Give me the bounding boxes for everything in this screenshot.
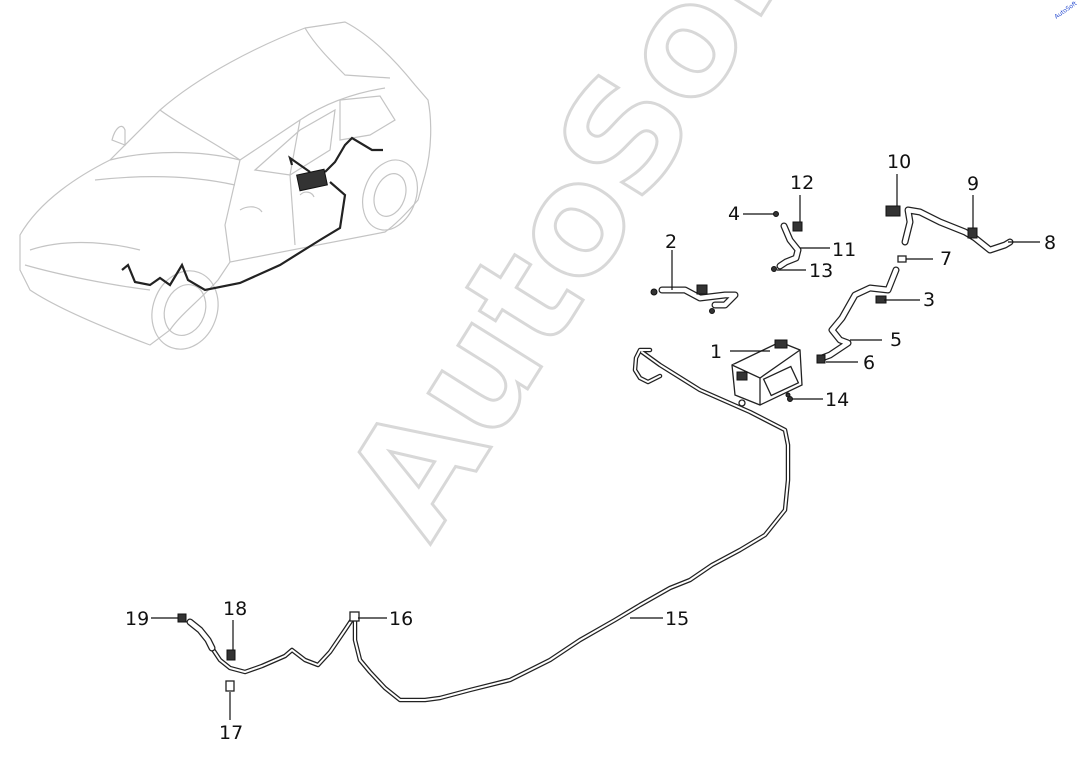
corner-watermark: AutoSoft (1053, 0, 1079, 21)
autosoft-watermark: AutoSoft (313, 0, 856, 564)
callout-6: 6 (863, 352, 875, 374)
clip-9 (967, 227, 978, 239)
callout-9: 9 (967, 173, 979, 195)
callout-1: 1 (710, 341, 722, 363)
callout-18: 18 (223, 598, 247, 620)
callout-11: 11 (832, 239, 856, 261)
vehicle-outline (19, 21, 432, 350)
clip-12 (792, 221, 803, 232)
bolt-14 (787, 396, 793, 402)
callout-10: 10 (887, 151, 911, 173)
callout-5: 5 (890, 329, 902, 351)
callout-2: 2 (665, 231, 677, 253)
canister-assembly (731, 339, 803, 407)
leader-lines (151, 174, 1040, 720)
hose-8-assembly (885, 205, 1014, 254)
clip-18 (226, 649, 236, 661)
hose-11-assembly (771, 211, 803, 272)
connector-16 (349, 611, 360, 622)
hose-5-assembly (816, 255, 907, 364)
callout-7: 7 (940, 248, 952, 270)
callout-19: 19 (125, 608, 149, 630)
hose-2-assembly (650, 284, 739, 314)
callout-14: 14 (825, 389, 849, 411)
callout-13: 13 (809, 260, 833, 282)
callout-17: 17 (219, 722, 243, 744)
fitting-19 (177, 613, 187, 623)
screw-13 (771, 266, 777, 272)
clip-7 (897, 255, 907, 263)
callout-16: 16 (389, 608, 413, 630)
callout-4: 4 (728, 203, 740, 225)
lower-line-assembly (177, 611, 360, 692)
vapor-line-assembly (352, 347, 791, 703)
callout-8: 8 (1044, 232, 1056, 254)
vehicle-harness (121, 136, 383, 292)
clamp-6 (816, 354, 826, 364)
callout-12: 12 (790, 172, 814, 194)
callout-labels: 1 2 3 4 5 6 7 8 9 10 11 12 13 14 15 16 1… (125, 151, 1056, 744)
bolt-4 (773, 211, 779, 217)
plug-17 (225, 680, 235, 692)
callout-3: 3 (923, 289, 935, 311)
callout-15: 15 (665, 608, 689, 630)
clamp-10 (885, 205, 901, 217)
